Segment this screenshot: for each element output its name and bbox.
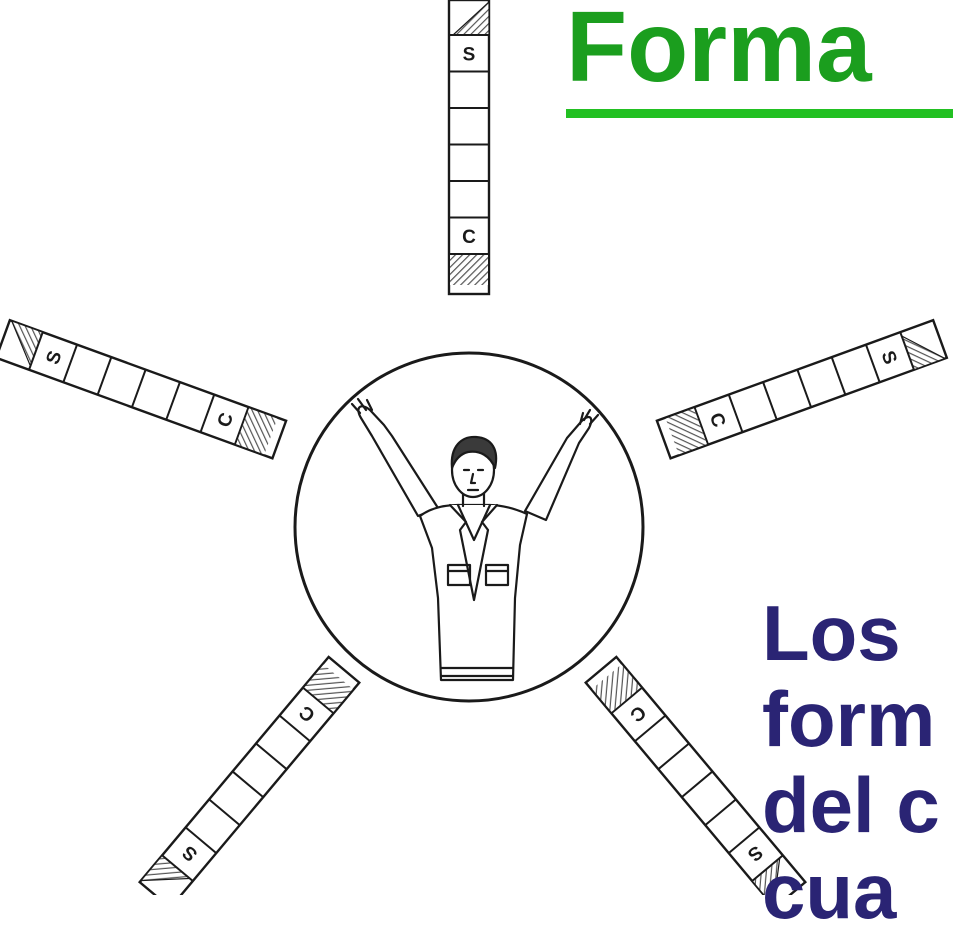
- flag-base-hatch: [236, 408, 278, 455]
- flag-base-hatch: [665, 408, 707, 455]
- flag-arm-bottom-left: SC: [137, 655, 361, 895]
- flag-arm-right: SC: [655, 318, 949, 460]
- flag-base-hatch: [592, 664, 641, 712]
- body-text-line-4: cua: [762, 847, 897, 935]
- slide-title: Forma: [566, 0, 872, 103]
- flag-cell-label: S: [463, 44, 476, 65]
- scout-figure-icon: [350, 397, 600, 682]
- flag-cell-label: C: [462, 227, 476, 248]
- flag-arm-top: SC: [447, 0, 491, 296]
- flag-arm-bottom-right: SC: [584, 655, 808, 895]
- body-text-line-1: Los: [762, 589, 901, 677]
- body-text-line-2: form: [762, 675, 936, 763]
- flag-base-hatch: [304, 664, 353, 712]
- flag-arm-left: SC: [0, 318, 288, 460]
- flag-base-hatch: [450, 255, 488, 285]
- body-text-line-3: del c: [762, 761, 940, 849]
- title-underline: [566, 109, 953, 118]
